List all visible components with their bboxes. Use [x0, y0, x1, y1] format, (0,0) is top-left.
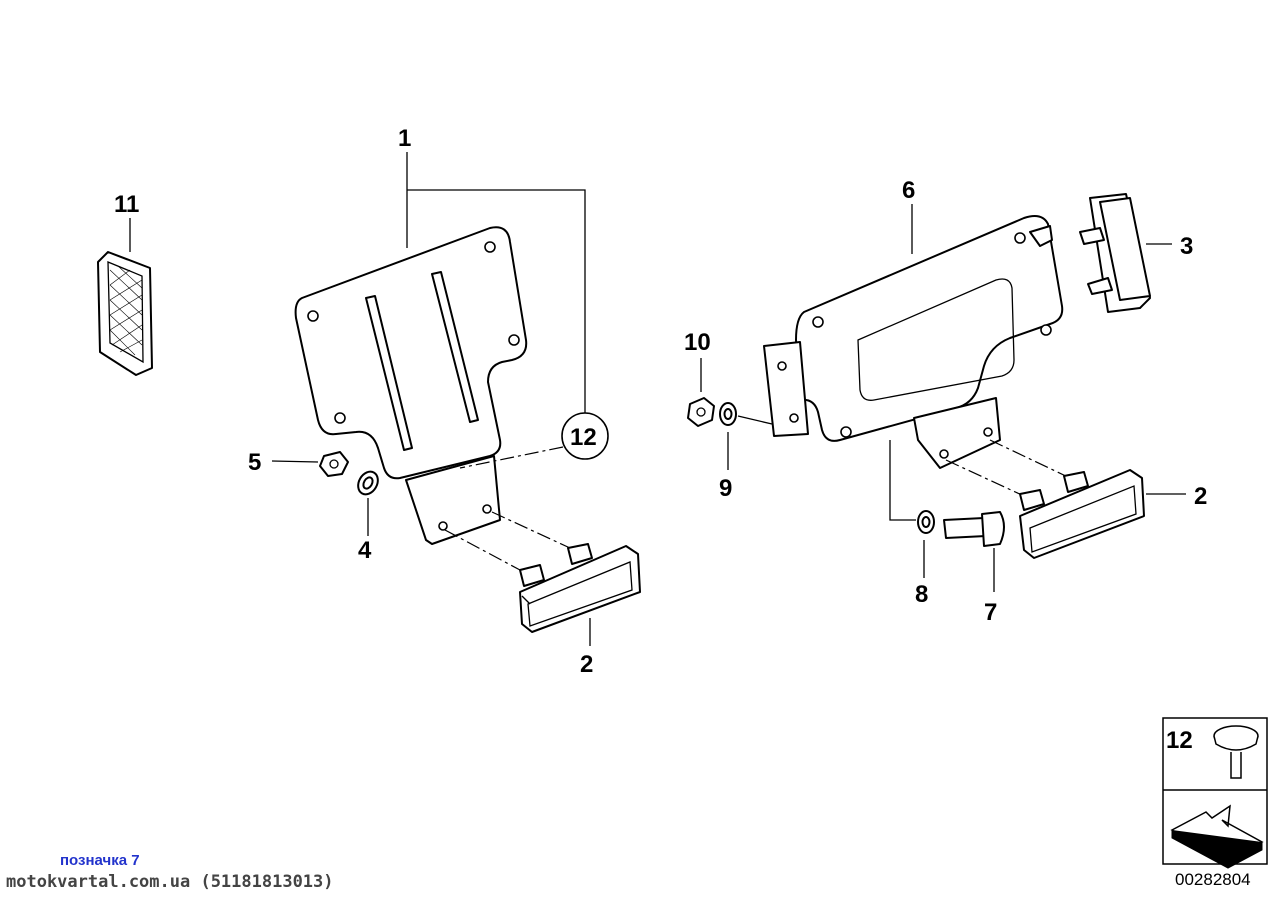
- part-8-washer: [917, 510, 935, 534]
- arrow-icon: [1170, 804, 1264, 869]
- watermark-note: позначка 7: [60, 852, 140, 869]
- callout-5: 5: [248, 449, 261, 476]
- part-7-bolt: [943, 511, 1005, 547]
- callout-7: 7: [984, 599, 997, 626]
- callout-1: 1: [398, 125, 411, 152]
- part-3-reflector-rear: [1079, 193, 1151, 313]
- watermark-site: motokvartal.com.ua (51181813013): [6, 872, 334, 892]
- callout-6: 6: [902, 177, 915, 204]
- part-9-washer: [719, 402, 737, 426]
- legend-box: 12: [1162, 717, 1268, 869]
- part-11-reflector-mesh: [97, 251, 153, 376]
- part-1-license-bracket: [294, 226, 528, 545]
- callout-9: 9: [719, 475, 732, 502]
- part-2-reflector-left: [444, 511, 641, 633]
- callout-4: 4: [358, 537, 372, 564]
- part-2-reflector-right: [945, 439, 1145, 559]
- part-6-bracket: [763, 215, 1064, 469]
- callout-12: 12: [570, 424, 597, 451]
- callout-8: 8: [915, 581, 928, 608]
- part-5-nut: [319, 451, 349, 477]
- callout-11: 11: [114, 191, 139, 218]
- legend-number: 12: [1166, 727, 1193, 754]
- part-10-nut: [687, 397, 715, 427]
- part-4-washer: [357, 470, 379, 496]
- callout-3: 3: [1180, 233, 1193, 260]
- drawing-number: 00282804: [1175, 870, 1251, 889]
- callout-2-right: 2: [1194, 483, 1207, 510]
- callout-2-left: 2: [580, 651, 593, 678]
- callout-10: 10: [684, 329, 711, 356]
- callout-12-circle: [561, 412, 609, 460]
- push-rivet-icon: [1213, 725, 1259, 779]
